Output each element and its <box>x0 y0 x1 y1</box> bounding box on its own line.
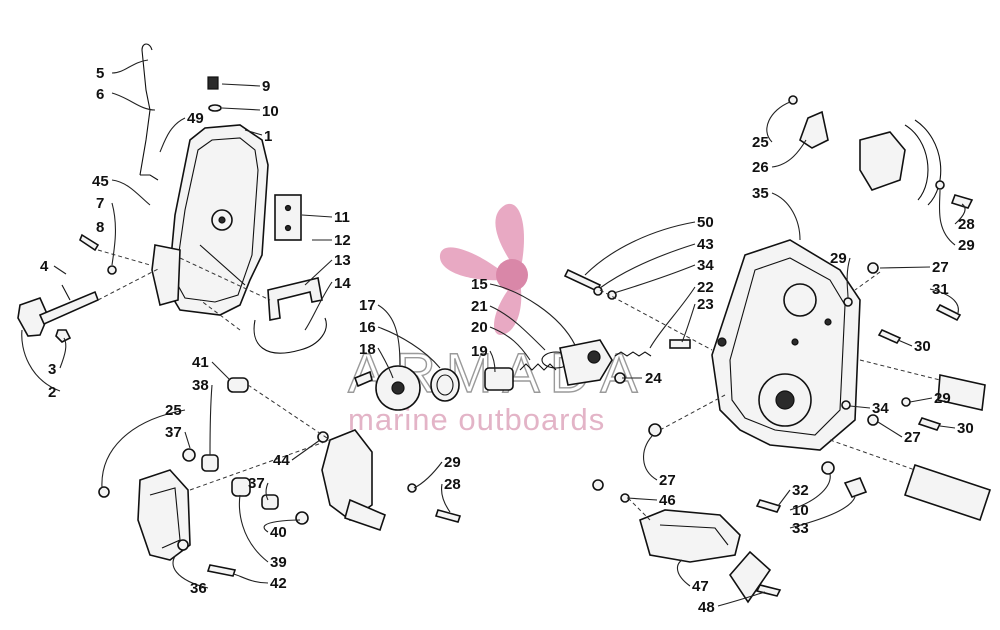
callout-1: 1 <box>264 128 272 145</box>
callout-4: 4 <box>40 258 49 275</box>
callout-17: 17 <box>359 297 376 314</box>
leader-lines <box>21 59 966 607</box>
callout-48: 48 <box>698 599 715 616</box>
callout-10: 10 <box>262 103 279 120</box>
callout-28: 28 <box>444 476 461 493</box>
callout-35: 35 <box>752 185 769 202</box>
callout-37: 37 <box>248 475 265 492</box>
callout-20: 20 <box>471 319 488 336</box>
callout-21: 21 <box>471 298 488 315</box>
callout-24: 24 <box>645 370 662 387</box>
callout-37: 37 <box>165 424 182 441</box>
callout-50: 50 <box>697 214 714 231</box>
callout-42: 42 <box>270 575 287 592</box>
callout-34: 34 <box>697 257 714 274</box>
callout-8: 8 <box>96 219 104 236</box>
tensioner-assembly <box>353 339 691 411</box>
callout-16: 16 <box>359 319 376 336</box>
callout-2: 2 <box>48 384 56 401</box>
callout-5: 5 <box>96 65 104 82</box>
callout-13: 13 <box>334 252 351 269</box>
callout-39: 39 <box>270 554 287 571</box>
callout-27: 27 <box>904 429 921 446</box>
callout-31: 31 <box>932 281 949 298</box>
callout-46: 46 <box>659 492 676 509</box>
callout-11: 11 <box>334 209 350 226</box>
callout-29: 29 <box>958 237 975 254</box>
callout-23: 23 <box>697 296 714 313</box>
callout-labels: 5 6 9 10 49 1 45 7 8 11 12 4 13 14 3 2 1… <box>40 65 975 616</box>
callout-32: 32 <box>792 482 809 499</box>
propeller-logo-icon <box>439 203 528 335</box>
callout-41: 41 <box>192 354 209 371</box>
chain-case-cover <box>17 43 327 354</box>
shift-lever-assembly <box>592 461 868 604</box>
callout-40: 40 <box>270 524 287 541</box>
callout-25: 25 <box>752 134 769 151</box>
callout-29: 29 <box>830 250 847 267</box>
callout-33: 33 <box>792 520 809 537</box>
callout-25: 25 <box>165 402 182 419</box>
callout-49: 49 <box>187 110 204 127</box>
callout-10: 10 <box>792 502 809 519</box>
callout-29: 29 <box>444 454 461 471</box>
callout-15: 15 <box>471 276 488 293</box>
callout-30: 30 <box>914 338 931 355</box>
callout-34: 34 <box>872 400 889 417</box>
callout-43: 43 <box>697 236 714 253</box>
callout-28: 28 <box>958 216 975 233</box>
callout-18: 18 <box>359 341 376 358</box>
callout-47: 47 <box>692 578 709 595</box>
callout-7: 7 <box>96 195 104 212</box>
callout-26: 26 <box>752 159 769 176</box>
callout-38: 38 <box>192 377 209 394</box>
callout-44: 44 <box>273 452 290 469</box>
callout-19: 19 <box>471 343 488 360</box>
callout-29: 29 <box>934 390 951 407</box>
callout-9: 9 <box>262 78 270 95</box>
callout-14: 14 <box>334 275 351 292</box>
callout-12: 12 <box>334 232 351 249</box>
callout-45: 45 <box>92 173 109 190</box>
gear-case <box>563 95 992 522</box>
callout-22: 22 <box>697 279 714 296</box>
callout-27: 27 <box>932 259 949 276</box>
callout-30: 30 <box>957 420 974 437</box>
callout-3: 3 <box>48 361 56 378</box>
shift-bracket-assembly <box>98 377 462 577</box>
callout-6: 6 <box>96 86 104 103</box>
callout-27: 27 <box>659 472 676 489</box>
callout-36: 36 <box>190 580 207 597</box>
